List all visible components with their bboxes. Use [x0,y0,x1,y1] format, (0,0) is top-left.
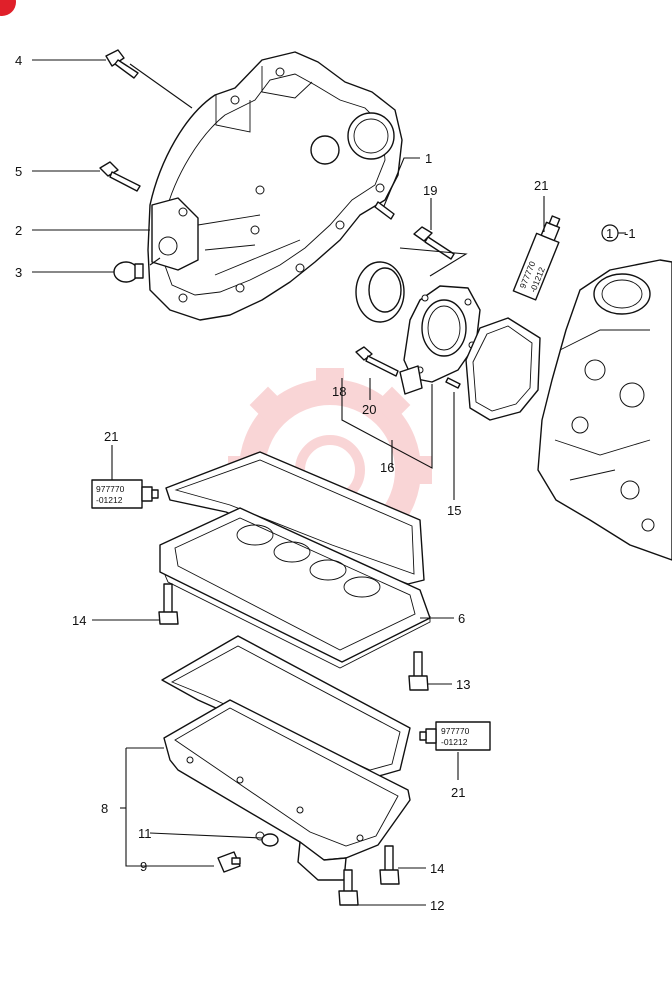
callout-18: 18 [332,384,346,399]
sealant-tube-top: 977770 -01212 [512,215,561,301]
block-ref-suffix: -1 [624,226,636,241]
sealant-tube-bottom: 977770 -01212 [419,721,491,751]
callout-2: 2 [15,223,22,238]
callout-13: 13 [456,677,470,692]
tube-bottom-line1: 977770 [441,726,470,736]
tube-bottom-line2: -01212 [441,737,468,747]
flywheel-housing [147,51,403,321]
callout-19: 19 [423,183,437,198]
callout-14-lower: 14 [430,861,444,876]
callout-11: 11 [138,826,152,841]
bolt-13 [408,651,429,691]
block-ref-circle [601,224,619,242]
oil-pan-gasket-lower [161,635,411,779]
callout-21-bottom: 21 [451,785,465,800]
callout-5: 5 [15,164,22,179]
corner-mark [0,0,16,16]
bolt-20 [355,346,399,377]
dowel-pin-1 [374,201,395,220]
bolt-14-upper [158,583,179,625]
callout-21-top: 21 [534,178,548,193]
tube-left-line2: -01212 [96,495,123,505]
oil-seal-18 [355,261,405,323]
bolt-4 [105,49,139,79]
tube-left-line1: 977770 [96,484,125,494]
bolt-19 [413,226,455,260]
cylinder-block [537,259,672,561]
callout-9: 9 [140,859,147,874]
bolt-12 [338,869,359,906]
sealant-tube-left: 977770 -01212 [91,479,159,509]
dowel-pin-15 [445,377,461,389]
gasket-retainer [465,317,541,421]
block-ref-number: 1 [606,226,613,241]
bolt-5 [99,161,141,192]
callout-15: 15 [447,503,461,518]
callout-1: 1 [425,151,432,166]
gasket-washer-11 [261,833,279,847]
leader-lines [32,59,626,906]
plug-3 [113,261,144,283]
callout-12: 12 [430,898,444,913]
callout-14-upper: 14 [72,613,86,628]
callout-21-left: 21 [104,429,118,444]
drain-plug-9 [217,851,241,873]
seal-retainer [399,285,481,395]
callout-3: 3 [15,265,22,280]
callout-4: 4 [15,53,22,68]
callout-16: 16 [380,460,394,475]
callout-20: 20 [362,402,376,417]
bolt-14-lower [379,845,400,885]
callout-6: 6 [458,611,465,626]
callout-8: 8 [101,801,108,816]
